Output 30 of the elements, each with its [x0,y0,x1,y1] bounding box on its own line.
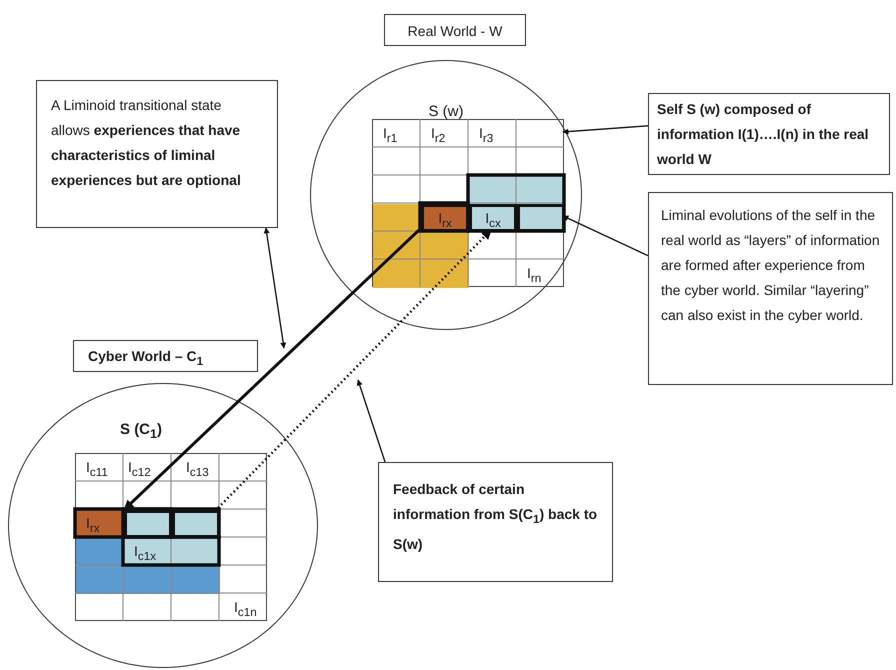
text-box: A Liminoid transitional state allows experiences that have characteristics of liminal experiences but are optional [36,80,278,228]
title-box: Cyber World – C$_{1}$ [73,340,258,372]
arrow [562,125,648,135]
text-box: Liminal evolutions of the self in the real world as “layers” of information are formed after experience from the cyber world. Similar “layering” can also exist in the cyber world. [648,192,893,385]
cell-label: I$_{r3}$ [479,124,494,147]
circle [310,60,582,330]
grid-cell [517,204,565,232]
cell-label: I$_{c1n}$ [234,598,257,621]
cell-label: I$_{c12}$ [128,458,151,481]
cell-label: I$_{c11}$ [86,458,108,481]
text-box: Feedback of certain information from S(C$_{1}$) back to S(w) [378,462,613,582]
leader-arrow [356,379,386,462]
cell-label: I$_{c13}$ [186,458,209,481]
cell-label: I$_{rx}$ [86,514,100,537]
arrow [123,228,420,510]
grid-cell: I$_{cx}$ [469,204,517,232]
grid-cell [172,510,220,538]
cell-label: I$_{c1x}$ [134,542,156,565]
cell-label: I$_{r1}$ [383,124,398,147]
text-box: Self S (w) composed of information I(1)….I(n) in the real world W [648,93,890,175]
circle-title: S (w) [428,102,464,122]
grid [372,119,564,287]
cell-label: I$_{r2}$ [431,124,446,147]
cell-label: I$_{rn}$ [527,264,542,287]
circle-title: S (C$_{1}$) [119,420,163,443]
grid [75,453,267,621]
circle [8,383,318,668]
title-box: Real World - W [384,14,526,46]
grid-cell: I$_{rx}$ [421,204,469,232]
leader-arrow [264,227,286,349]
